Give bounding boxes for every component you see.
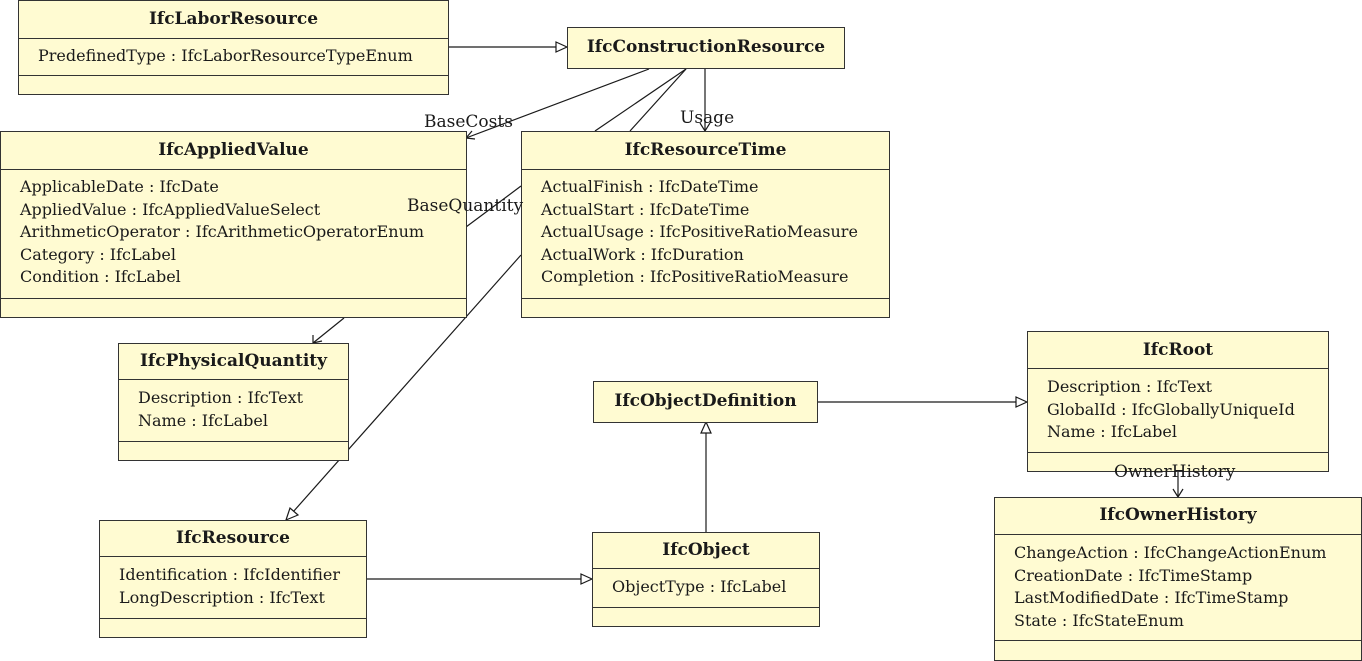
attribute: Condition : IfcLabel (20, 267, 181, 287)
class-attributes: ChangeAction : IfcChangeActionEnum Creat… (1014, 542, 1326, 632)
association-label-base-quantity: BaseQuantity (407, 196, 524, 216)
generalization-arrowhead (285, 506, 300, 522)
generalization-arrowhead (1015, 396, 1029, 408)
association-base-quantity (629, 68, 687, 132)
attribute: ActualUsage : IfcPositiveRatioMeasure (541, 222, 858, 242)
attribute: ActualStart : IfcDateTime (541, 199, 750, 219)
association-base-costs (465, 68, 650, 139)
class-name: IfcPhysicalQuantity (139, 351, 328, 371)
class-attributes: Description : IfcText GlobalId : IfcGlob… (1047, 376, 1295, 444)
generalization-arrowhead (555, 41, 569, 53)
attribute: LastModifiedDate : IfcTimeStamp (1014, 588, 1289, 608)
generalization-arrowhead (580, 573, 594, 585)
attribute: Description : IfcText (138, 388, 304, 407)
class-ifc-physical-quantity[interactable]: IfcPhysicalQuantity Description : IfcTex… (118, 343, 349, 461)
attribute: Identification : IfcIdentifier (119, 565, 340, 584)
class-ifc-resource-time[interactable]: IfcResourceTime ActualFinish : IfcDateTi… (521, 131, 890, 318)
class-name: IfcLaborResource (148, 9, 319, 29)
class-attributes: ActualFinish : IfcDateTime ActualStart :… (541, 176, 858, 289)
class-ifc-owner-history[interactable]: IfcOwnerHistory ChangeAction : IfcChange… (994, 497, 1362, 661)
attribute: ApplicableDate : IfcDate (20, 177, 219, 196)
class-attributes: PredefinedType : IfcLaborResourceTypeEnu… (38, 45, 413, 68)
association-label-usage: Usage (680, 108, 735, 128)
class-name: IfcObjectDefinition (614, 391, 797, 411)
attribute: ActualWork : IfcDuration (541, 244, 744, 264)
attribute: ActualFinish : IfcDateTime (541, 177, 759, 196)
generalization-arrowhead (700, 420, 712, 434)
attribute: Name : IfcLabel (138, 410, 268, 430)
attribute: State : IfcStateEnum (1014, 610, 1184, 630)
attribute: PredefinedType : IfcLaborResourceTypeEnu… (38, 46, 413, 65)
class-ifc-labor-resource[interactable]: IfcLaborResource PredefinedType : IfcLab… (18, 0, 449, 95)
class-attributes: ApplicableDate : IfcDate AppliedValue : … (20, 176, 424, 289)
class-ifc-object-definition[interactable]: IfcObjectDefinition (593, 381, 818, 423)
generalization-construction-to-resource (594, 68, 687, 132)
attribute: ArithmeticOperator : IfcArithmeticOperat… (20, 222, 425, 242)
class-name: IfcResourceTime (624, 140, 787, 160)
class-ifc-root[interactable]: IfcRoot Description : IfcText GlobalId :… (1027, 331, 1329, 472)
association-label-base-costs: BaseCosts (424, 112, 513, 132)
class-attributes: Description : IfcText Name : IfcLabel (138, 387, 303, 432)
attribute: Completion : IfcPositiveRatioMeasure (541, 267, 849, 287)
class-ifc-construction-resource[interactable]: IfcConstructionResource (567, 27, 845, 69)
attribute: Category : IfcLabel (20, 244, 176, 264)
association-label-owner-history: OwnerHistory (1114, 462, 1236, 482)
class-name: IfcOwnerHistory (1099, 505, 1257, 525)
attribute: Description : IfcText (1047, 377, 1213, 396)
class-name: IfcConstructionResource (586, 37, 826, 57)
class-name: IfcRoot (1142, 340, 1214, 360)
attribute: Name : IfcLabel (1047, 422, 1177, 442)
class-attributes: ObjectType : IfcLabel (612, 576, 786, 599)
class-ifc-applied-value[interactable]: IfcAppliedValue ApplicableDate : IfcDate… (0, 131, 467, 318)
class-ifc-object[interactable]: IfcObject ObjectType : IfcLabel (592, 532, 820, 627)
class-name: IfcAppliedValue (158, 140, 309, 160)
class-name: IfcObject (662, 540, 750, 560)
attribute: ChangeAction : IfcChangeActionEnum (1014, 543, 1327, 562)
class-attributes: Identification : IfcIdentifier LongDescr… (119, 564, 340, 609)
class-ifc-resource[interactable]: IfcResource Identification : IfcIdentifi… (99, 520, 367, 638)
attribute: AppliedValue : IfcAppliedValueSelect (20, 199, 321, 219)
attribute: LongDescription : IfcText (119, 587, 325, 607)
attribute: ObjectType : IfcLabel (612, 577, 787, 596)
attribute: GlobalId : IfcGloballyUniqueId (1047, 399, 1295, 419)
class-name: IfcResource (176, 528, 290, 548)
attribute: CreationDate : IfcTimeStamp (1014, 565, 1253, 585)
